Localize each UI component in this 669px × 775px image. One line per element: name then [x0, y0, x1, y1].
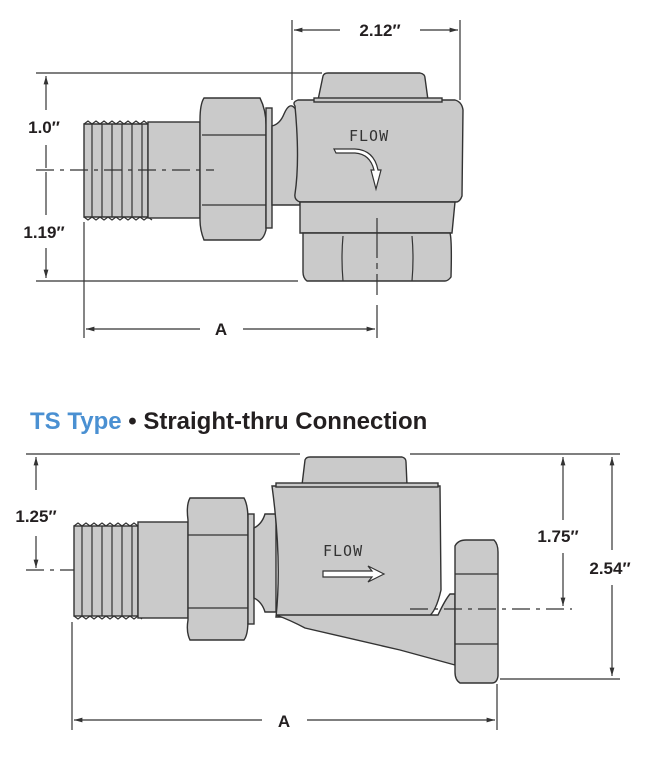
thread-lines: [81, 526, 133, 616]
dim-center-label: 1.75″: [537, 527, 578, 546]
thread-profile: [73, 522, 143, 620]
union-nut: [199, 97, 267, 241]
valve-body: [293, 99, 464, 203]
flow-label: FLOW: [349, 127, 389, 145]
dim-left-label: 1.25″: [15, 507, 56, 526]
body-neck: [253, 513, 277, 613]
thread-profile: [83, 120, 153, 221]
angle-valve-drawing: 2.12″ 1.0″ 1.19″: [23, 20, 464, 339]
hex-faces: [341, 235, 414, 282]
pipe-body: [137, 521, 189, 619]
threaded-pipe: [73, 525, 139, 617]
flow-label: FLOW: [323, 542, 363, 560]
section-title: TS Type • Straight-thru Connection: [30, 408, 427, 436]
dim-length-label: A: [215, 320, 227, 339]
valve-cap: [317, 72, 429, 101]
dim-bottom-label: 1.19″: [23, 223, 64, 242]
valve-body: [271, 485, 442, 618]
nut-collar: [247, 513, 255, 625]
dim-overall-label: 2.54″: [589, 559, 630, 578]
section-title-type: TS Type: [30, 408, 122, 435]
cap-base: [275, 482, 439, 488]
lower-body: [299, 201, 456, 234]
cap-base: [313, 97, 443, 103]
valve-cap: [301, 456, 408, 486]
flow-arrow-icon: [322, 565, 386, 583]
outlet-nut: [454, 539, 499, 684]
section-title-separator: •: [128, 408, 137, 435]
straight-valve-drawing: 1.25″ FLOW 1.75″: [15, 453, 631, 731]
dim-length-label: A: [278, 712, 290, 731]
dim-top-label: 1.0″: [28, 118, 60, 137]
dim-width-label: 2.12″: [359, 21, 400, 40]
flow-arrow-icon: [333, 148, 382, 192]
nut-collar: [265, 107, 273, 229]
section-title-connection: Straight-thru Connection: [143, 408, 428, 435]
union-nut: [186, 497, 249, 641]
